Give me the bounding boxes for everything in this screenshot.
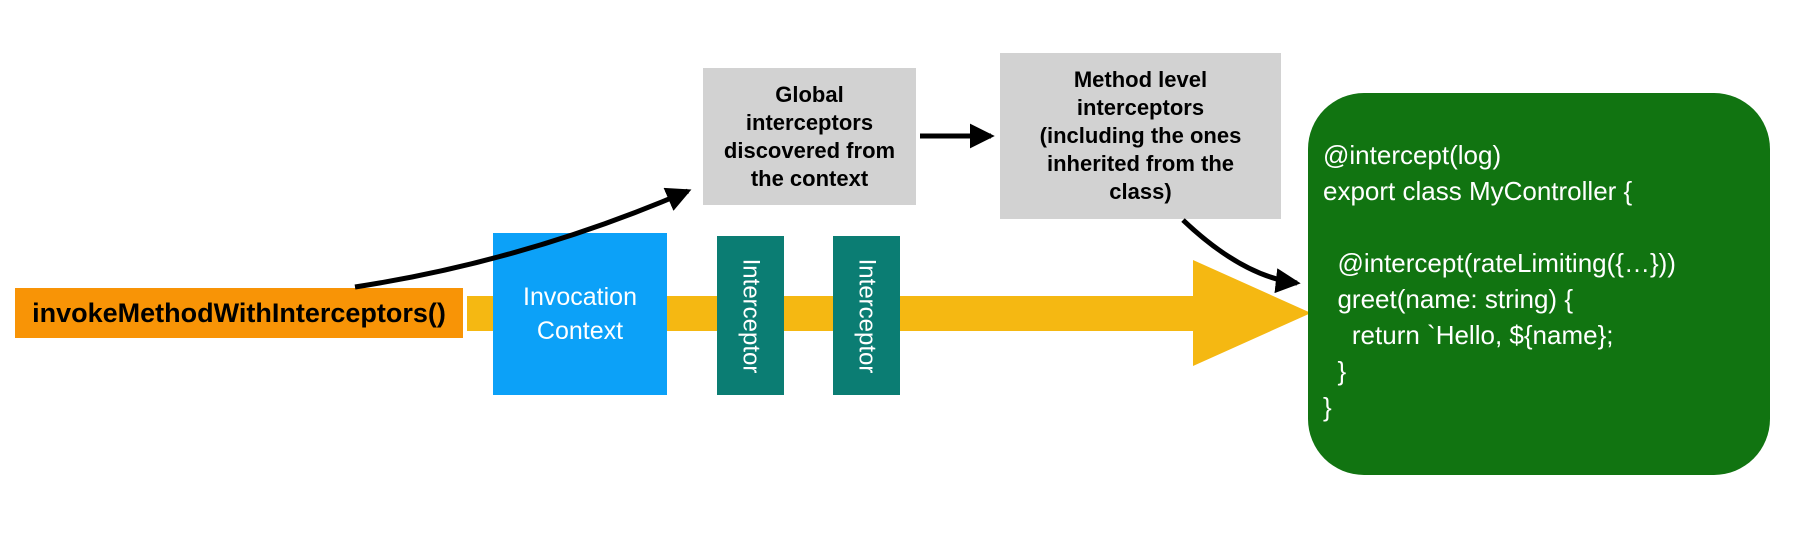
interceptor-2-label: Interceptor bbox=[853, 258, 881, 373]
node-interceptor-1: Interceptor bbox=[717, 236, 784, 395]
node-global-interceptors: Global interceptors discovered from the … bbox=[703, 68, 916, 205]
node-method-interceptors: Method level interceptors (including the… bbox=[1000, 53, 1281, 219]
arrow-method-interceptors-to-code bbox=[1181, 218, 1301, 294]
interceptor-1-label: Interceptor bbox=[737, 258, 765, 373]
node-controller-code: @intercept(log) export class MyControlle… bbox=[1308, 93, 1770, 475]
controller-code-text: @intercept(log) export class MyControlle… bbox=[1323, 140, 1676, 422]
node-interceptor-2: Interceptor bbox=[833, 236, 900, 395]
node-invocation-context: Invocation Context bbox=[493, 233, 667, 395]
node-invoke-method: invokeMethodWithInterceptors() bbox=[15, 288, 463, 338]
